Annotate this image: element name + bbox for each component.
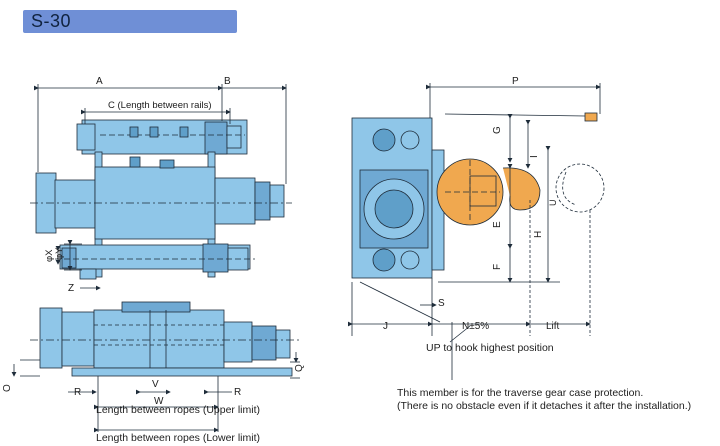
side-view xyxy=(11,301,300,433)
dim-p: P xyxy=(512,76,519,87)
dim-lift: Lift xyxy=(546,321,560,332)
dim-c: C (Length between rails) xyxy=(108,100,212,111)
dim-e: E xyxy=(492,221,503,228)
note-line-1: This member is for the traverse gear cas… xyxy=(397,387,644,399)
dim-f: F xyxy=(492,264,503,270)
dim-u: U xyxy=(548,200,558,207)
dim-o: O xyxy=(2,384,13,392)
caption-upper: Length between ropes (Upper limit) xyxy=(96,404,261,416)
dim-s: S xyxy=(438,298,445,309)
caption-hook: UP to hook highest position xyxy=(426,342,554,354)
dim-v: V xyxy=(152,379,159,390)
dim-i: I xyxy=(529,155,540,158)
caption-lower: Length between ropes (Lower limit) xyxy=(96,432,261,444)
model-banner: S-30 xyxy=(23,10,237,33)
dim-n: N±5% xyxy=(462,321,489,332)
dim-z: Z xyxy=(68,283,74,294)
dim-r-right: R xyxy=(234,387,241,398)
dim-y: φY xyxy=(54,247,65,260)
note-line-2: (There is no obstacle even if it detache… xyxy=(397,400,692,412)
dim-g: G xyxy=(492,126,503,134)
dim-h: H xyxy=(533,231,544,238)
dim-w: W xyxy=(154,396,164,407)
front-view xyxy=(348,83,605,380)
dim-r-left: R xyxy=(74,387,81,398)
dim-x: φX xyxy=(44,249,55,262)
top-view xyxy=(30,84,292,291)
dim-b: B xyxy=(224,76,231,87)
dim-q: Q xyxy=(294,364,305,372)
model-title: S-30 xyxy=(31,11,72,31)
dim-j: J xyxy=(383,321,388,332)
dim-a: A xyxy=(96,76,103,87)
